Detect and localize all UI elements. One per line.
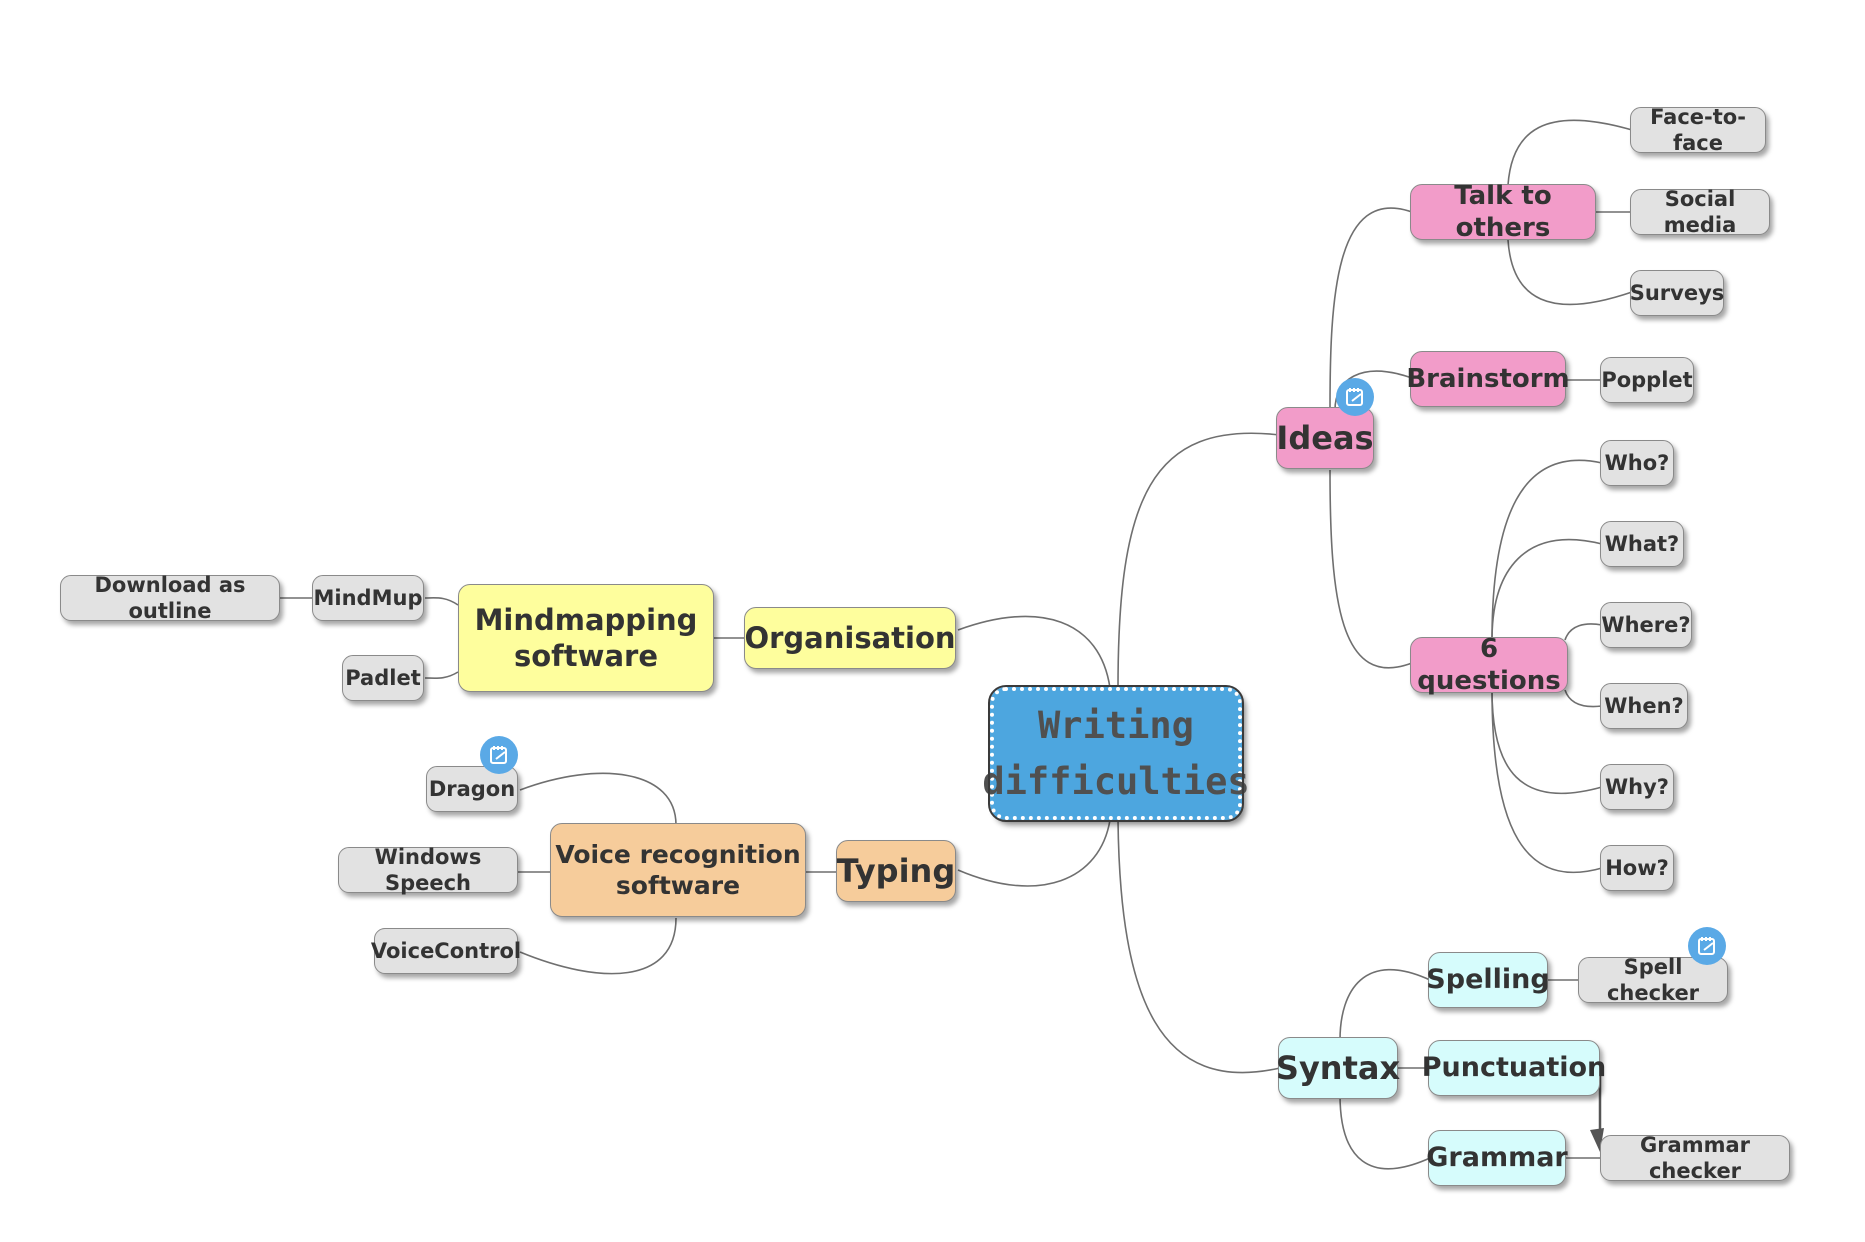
link-six-how [1491, 689, 1603, 874]
leaf-label: Spell checker [1606, 954, 1700, 1005]
link-six-who [1491, 459, 1603, 641]
leaf-where[interactable]: Where? [1600, 602, 1692, 648]
leaf-surveys[interactable]: Surveys [1630, 270, 1724, 316]
leaf-label: Surveys [1629, 280, 1725, 305]
leaf-label: Dragon [428, 776, 516, 801]
topic-mindmapping-software[interactable]: Mindmapping software [458, 584, 714, 692]
leaf-grammar-checker[interactable]: Grammar checker [1600, 1133, 1790, 1183]
leaf-social-media[interactable]: Social media [1630, 187, 1770, 237]
topic-punctuation[interactable]: Punctuation [1422, 1040, 1606, 1096]
leaf-windows-speech[interactable]: Windows Speech [338, 845, 518, 895]
link-talk-face [1507, 119, 1633, 186]
note-icon[interactable] [1336, 378, 1374, 416]
topic-organisation-label: Organisation [744, 620, 956, 655]
topic-grammar[interactable]: Grammar [1426, 1130, 1568, 1186]
link-central-ideas [1117, 432, 1281, 689]
link-ideas-brainstorm [1334, 370, 1413, 411]
note-icon[interactable] [1688, 927, 1726, 965]
mindmapping-line2: software [514, 639, 658, 673]
leaf-download-as-outline[interactable]: Download as outline [60, 573, 280, 623]
link-six-why [1491, 689, 1603, 795]
topic-ideas[interactable]: Ideas [1276, 407, 1374, 469]
link-ideas-six [1329, 469, 1413, 669]
topic-talk-to-others[interactable]: Talk to others [1410, 181, 1596, 243]
topic-syntax[interactable]: Syntax [1275, 1037, 1401, 1099]
note-icon[interactable] [480, 736, 518, 774]
topic-6-questions[interactable]: 6 questions [1410, 634, 1568, 696]
link-voice-voicecontrol [519, 917, 677, 975]
topic-brainstorm-label: Brainstorm [1406, 363, 1570, 394]
topic-talk-label: Talk to others [1454, 180, 1552, 244]
topic-organisation[interactable]: Organisation [744, 607, 956, 669]
link-ideas-talk [1329, 207, 1413, 409]
topic-typing[interactable]: Typing [836, 840, 956, 902]
voice-line2: software [615, 871, 741, 900]
voice-line1: Voice recognition [555, 839, 801, 869]
topic-syntax-label: Syntax [1275, 1049, 1401, 1087]
link-mindmapping-padlet [424, 671, 459, 680]
link-syntax-grammar [1339, 1094, 1431, 1170]
leaf-label: Face-to-face [1650, 104, 1746, 155]
topic-punctuation-label: Punctuation [1421, 1052, 1607, 1084]
link-six-what [1491, 538, 1603, 641]
topic-ideas-label: Ideas [1276, 419, 1374, 457]
leaf-why[interactable]: Why? [1600, 764, 1674, 810]
leaf-padlet[interactable]: Padlet [342, 655, 424, 701]
topic-spelling-label: Spelling [1426, 964, 1550, 996]
notepad-glyph [1698, 937, 1715, 955]
link-six-when [1564, 689, 1603, 708]
leaf-voicecontrol[interactable]: VoiceControl [370, 928, 522, 974]
leaf-label: Social media [1663, 186, 1737, 237]
topic-six-label: 6 questions [1417, 633, 1561, 697]
leaf-label: VoiceControl [370, 938, 522, 963]
topic-voice-recognition-software[interactable]: Voice recognition software [550, 823, 806, 917]
leaf-label: How? [1605, 855, 1669, 880]
notepad-glyph [490, 746, 507, 764]
topic-brainstorm[interactable]: Brainstorm [1406, 351, 1570, 407]
leaf-label: When? [1604, 693, 1684, 718]
link-voice-dragon [519, 772, 677, 826]
leaf-label: Who? [1604, 450, 1670, 475]
leaf-dragon[interactable]: Dragon [426, 766, 518, 812]
leaf-label: What? [1604, 531, 1680, 556]
link-syntax-spelling [1339, 968, 1431, 1041]
leaf-popplet[interactable]: Popplet [1600, 357, 1694, 403]
notepad-glyph [1346, 388, 1363, 406]
leaf-when[interactable]: When? [1600, 683, 1688, 729]
topic-spelling[interactable]: Spelling [1426, 952, 1550, 1008]
link-mindmapping-mindmup [424, 597, 459, 606]
topic-typing-label: Typing [836, 852, 956, 890]
leaf-label: Download as outline [94, 572, 246, 623]
leaf-what[interactable]: What? [1600, 521, 1684, 567]
leaf-label: Windows Speech [374, 844, 482, 895]
leaf-face-to-face[interactable]: Face-to-face [1630, 105, 1766, 155]
link-six-where [1564, 623, 1603, 641]
central-line2: difficulties [982, 759, 1250, 803]
leaf-who[interactable]: Who? [1600, 440, 1674, 486]
leaf-label: Grammar checker [1639, 1132, 1751, 1183]
leaf-label: Why? [1605, 774, 1669, 799]
central-topic[interactable]: Writing difficulties [982, 685, 1250, 822]
link-central-typing [957, 819, 1111, 887]
link-central-organisation [957, 615, 1111, 689]
topic-grammar-label: Grammar [1426, 1142, 1568, 1174]
leaf-label: Where? [1601, 612, 1691, 637]
leaf-mindmup[interactable]: MindMup [312, 575, 424, 621]
central-line1: Writing [1038, 704, 1194, 747]
leaf-label: Popplet [1601, 367, 1693, 392]
leaf-label: MindMup [313, 585, 423, 610]
leaf-label: Padlet [345, 665, 421, 690]
leaf-how[interactable]: How? [1600, 845, 1674, 891]
link-talk-surveys [1507, 239, 1633, 306]
link-central-syntax [1117, 819, 1281, 1074]
mindmapping-line1: Mindmapping [474, 602, 698, 637]
